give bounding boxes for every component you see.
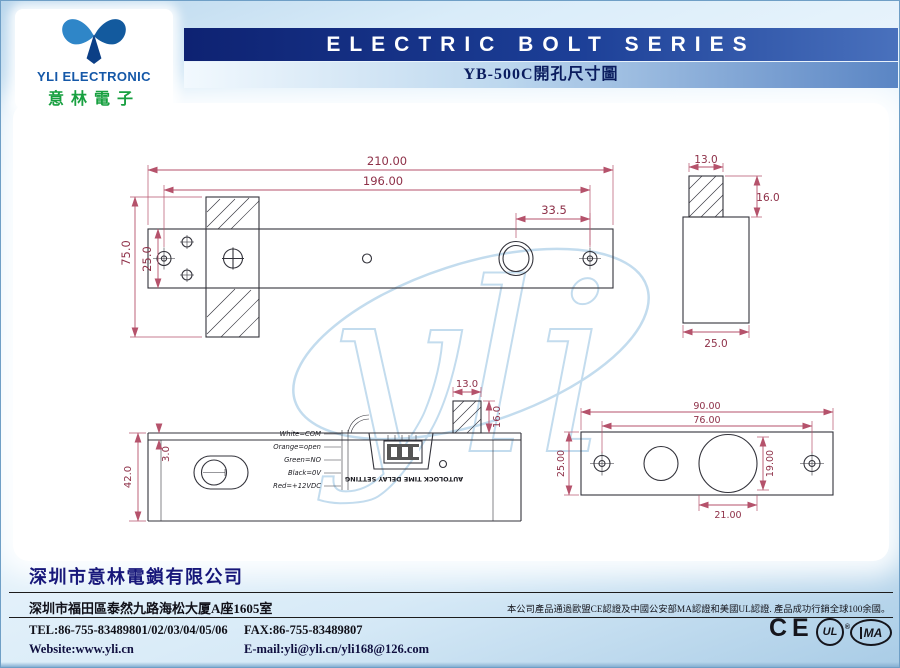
wire-label-black: Black=0V [288,469,322,477]
yli-watermark: yli [292,233,650,508]
dimension-overall-width: 90.00 [580,401,834,430]
key-cylinder [193,455,249,490]
dim-bolt-width: 13.0 [694,154,717,166]
bolt-housing-outline [205,196,260,338]
dip-switch-recess [368,432,434,470]
adjust-screw-hole [438,459,448,469]
dim-bolt-height: 16.0 [756,192,779,204]
dip-setting-label: AUTOLOCK TIME DELAY SETTING [345,475,463,483]
wire-label-orange: Orange=open [273,443,321,451]
dimension-body-height: 42.0 [123,432,146,522]
dimension-hole-span: 196.00 [163,174,591,247]
bolt-protrusion [452,400,482,434]
bolt-hole [698,433,758,494]
plate-outline [147,228,614,289]
dim-bolt-offset: 33.5 [541,203,567,217]
dimension-housing-height: 75.0 [121,196,202,338]
company-address: 深圳市福田區泰然九路海松大厦A座1605室 [29,601,273,616]
right-mounting-hole [579,247,601,270]
solenoid-body [682,216,750,324]
faceplate-outline [580,431,834,496]
ma-bar [859,626,862,639]
dimension-bolt-offset: 33.5 [515,203,591,245]
phone-number: TEL:86-755-83489801/02/03/04/05/06 [29,623,228,637]
dimension-overall-width: 210.00 [147,154,614,225]
dim-bolt-width: 13.0 [456,379,478,390]
ul-text: UL [822,626,838,638]
divider [9,592,893,593]
lock-side-view-drawing: White=COM Orange=open Green=NO Black=0V … [123,379,522,522]
dim-hole-span: 76.00 [693,415,720,426]
dimension-bolt-height: 16.0 [483,400,503,434]
email-address: E-mail:yli@yli.cn/yli168@126.com [244,642,430,656]
divider [9,617,893,618]
series-title: ELECTRIC BOLT SERIES [184,28,898,61]
dim-hole-span: 196.00 [363,174,403,188]
bolt-side-view-drawing: 13.0 16.0 25.0 [682,154,780,350]
center-hole [361,253,373,264]
dim-bolt-hole: 21.00 [714,510,741,521]
dim-body-height: 42.0 [123,466,134,488]
ul-mark-icon: UL ® [816,618,850,646]
model-subtitle: YB-500C開孔尺寸圖 [184,61,898,88]
company-logo: YLI ELECTRONIC 意林電子 [15,9,173,109]
wire-label-white: White=COM [280,430,322,438]
dim-plate-height: 25.0 [140,246,154,272]
dim-housing-height: 75.0 [121,240,133,266]
right-screw-hole [800,451,824,476]
dim-plate-thickness: 3.0 [161,446,172,462]
ce-mark-icon: CE [769,614,814,642]
dim-cylinder: 19.00 [765,450,776,477]
plate-top-view-drawing: 210.00 196.00 33.5 75.0 25.0 [121,154,614,338]
left-screw-hole [590,451,614,476]
company-name: 深圳市意林電鎖有限公司 [29,567,244,587]
fax-number: FAX:86-755-83489807 [244,623,363,637]
dim-bolt-height: 16.0 [492,406,503,428]
wire-leads: White=COM Orange=open Green=NO Black=0V … [273,414,370,490]
dim-faceplate-height: 25.00 [556,450,567,477]
dimension-hole-span: 76.00 [601,415,813,453]
dimension-bolt-height: 16.0 [725,175,780,218]
watermark-swoosh [292,247,650,441]
bolt-pin [688,175,724,218]
dim-faceplate-width: 90.00 [693,401,720,412]
dim-plate-width: 210.00 [367,154,407,168]
page-bottom-edge [1,662,899,667]
bolt-hole [498,240,534,277]
certification-note: 本公司產品通過歐盟CE認證及中國公安部MA認證和美國UL認證. 產品成功行銷全球… [507,605,891,615]
faceplate-view-drawing: 90.00 76.00 25.00 19.00 21.00 [556,401,834,521]
dimension-plate-height: 25.0 [140,228,162,289]
housing-screw-holes [180,235,194,282]
phillips-screw [222,247,244,270]
registered-symbol: ® [844,624,850,631]
dimension-plate-thickness: 3.0 [155,423,172,462]
dimension-bolt-width: 13.0 [688,154,724,172]
dimension-body-width: 25.0 [682,325,750,350]
title-banner: ELECTRIC BOLT SERIES YB-500C開孔尺寸圖 [184,28,898,88]
ma-mark-icon: MA [850,619,892,646]
website-url: Website:www.yli.cn [29,642,134,656]
brand-name-chinese: 意林電子 [47,91,140,108]
wire-label-green: Green=NO [284,456,322,464]
dimension-bolt-width: 13.0 [452,379,482,397]
watermark-text: yli [318,234,610,507]
lock-body-outline [147,432,522,522]
dimension-height: 25.00 [556,431,579,496]
dimension-cylinder: 19.00 [757,436,776,491]
cylinder-hole [643,445,679,482]
wire-label-red: Red=+12VDC [273,482,321,490]
brand-name: YLI ELECTRONIC [37,69,151,84]
yli-logo-icon [62,19,126,64]
dim-body-width: 25.0 [704,338,727,350]
left-mounting-hole [153,247,175,270]
ma-text: MA [863,625,883,640]
dimension-bolt-hole: 21.00 [698,495,758,521]
